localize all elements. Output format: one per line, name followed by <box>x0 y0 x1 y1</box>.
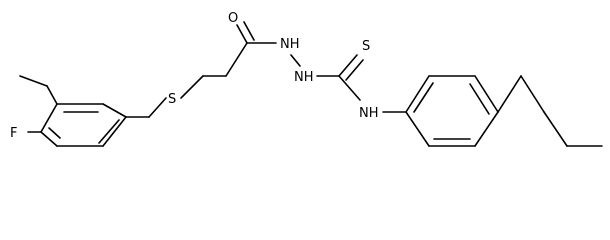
bond <box>225 42 248 77</box>
bond <box>338 54 358 77</box>
bond <box>497 75 522 113</box>
atom-label-sulfur-thioether: S <box>168 92 176 107</box>
bond <box>405 75 430 113</box>
bond <box>236 24 248 44</box>
bond <box>474 75 499 113</box>
bonds <box>19 21 603 147</box>
bond <box>413 82 434 113</box>
bond <box>102 103 127 118</box>
bond <box>338 75 361 101</box>
atom-label-fluorine: F <box>10 126 17 141</box>
bond <box>243 21 255 41</box>
bond <box>290 54 301 67</box>
bond <box>148 97 167 118</box>
bond <box>180 75 204 99</box>
bond <box>520 75 545 113</box>
bond <box>345 59 364 81</box>
atom-label-amine-nh: NH <box>359 106 379 121</box>
bond <box>46 85 58 105</box>
molecule-diagram: F S O NH NH S NH <box>10 11 603 147</box>
bond <box>40 103 58 133</box>
bond <box>19 75 48 87</box>
atom-label-sulfur-thione: S <box>362 39 370 54</box>
atom-label-nh-2: NH <box>294 70 314 85</box>
bond <box>474 111 499 147</box>
atom-labels: F S O NH NH S NH <box>10 11 379 141</box>
bond <box>48 127 61 139</box>
atom-label-oxygen: O <box>228 11 238 26</box>
atom-label-nh-1: NH <box>280 37 300 52</box>
bond <box>98 119 120 144</box>
bond <box>405 111 430 147</box>
bond <box>469 83 490 115</box>
bond <box>102 116 127 147</box>
bond <box>40 131 58 147</box>
bond <box>543 111 568 147</box>
structure-canvas: F S O NH NH S NH <box>10 11 603 147</box>
